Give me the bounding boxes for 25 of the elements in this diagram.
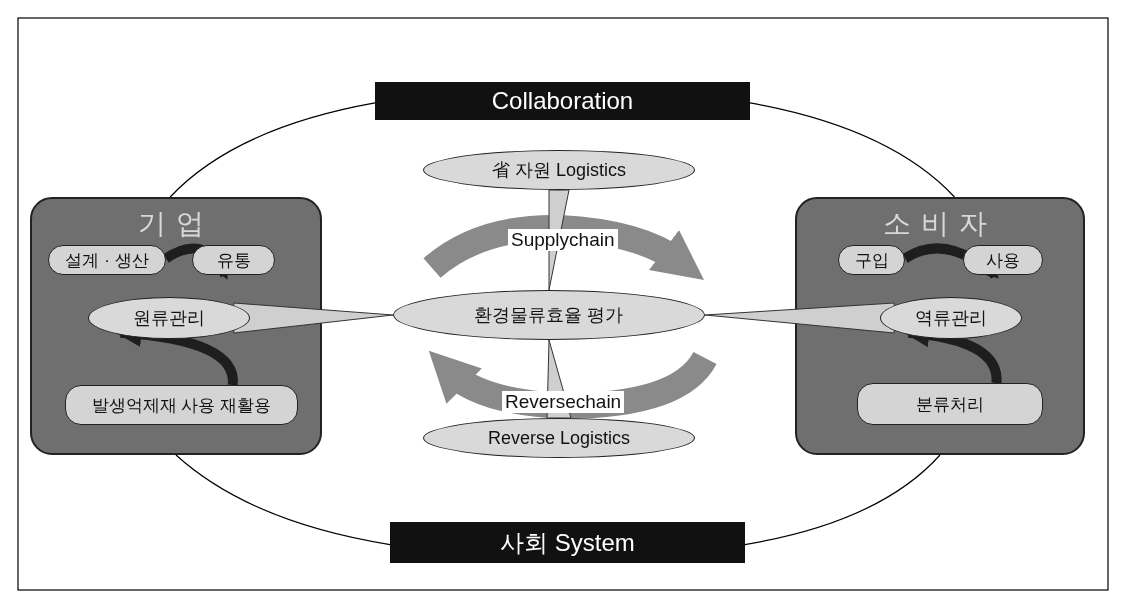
- panel-heading: 소비자: [882, 207, 998, 241]
- rounded-label-box: 발생억제재 사용 재활용: [65, 385, 298, 425]
- rounded-label-box: 유통: [192, 245, 275, 275]
- connector-line: [169, 102, 376, 198]
- connector-line: [744, 454, 941, 546]
- oval-label: 원류관리: [88, 297, 250, 339]
- oval-label: 환경물류효율 평가: [393, 290, 705, 340]
- group-panel: [30, 197, 322, 455]
- rounded-label-box: 분류처리: [857, 383, 1043, 425]
- oval-label: 역류관리: [880, 297, 1022, 339]
- title-banner: Collaboration: [375, 82, 750, 120]
- connector-line: [749, 102, 956, 198]
- group-panel: [795, 197, 1085, 455]
- rounded-label-box: 구입: [838, 245, 905, 275]
- title-banner: 사회 System: [390, 522, 745, 563]
- connector-line: [175, 454, 391, 546]
- wedge-connector: [233, 302, 394, 334]
- panel-heading: 기업: [137, 207, 215, 241]
- wedge-connector: [704, 302, 895, 334]
- rounded-label-box: 사용: [963, 245, 1043, 275]
- arrow-label: Reversechain: [502, 391, 625, 413]
- arrow-label: Supplychain: [508, 229, 618, 251]
- rounded-label-box: 설계 · 생산: [48, 245, 166, 275]
- oval-label: 省 자원 Logistics: [423, 150, 695, 190]
- oval-label: Reverse Logistics: [423, 418, 695, 458]
